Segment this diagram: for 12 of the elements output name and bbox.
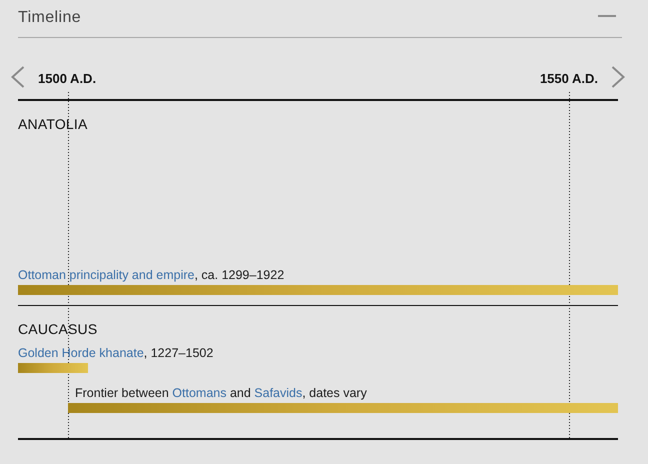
- axis-label: 1500 A.D.: [38, 71, 96, 86]
- axis-label: 1550 A.D.: [540, 71, 598, 86]
- bar-label: Ottoman principality and empire, ca. 1299–1922: [18, 268, 284, 282]
- link: Ottomans: [172, 386, 226, 400]
- section-heading: ANATOLIA: [18, 116, 88, 132]
- link: Ottoman principality and empire: [18, 268, 194, 282]
- link: Safavids: [254, 386, 302, 400]
- bar-label: Frontier between Ottomans and Safavids, dates vary: [75, 386, 367, 400]
- section-heading: CAUCASUS: [18, 321, 98, 337]
- bar-label: Golden Horde khanate, 1227–1502: [18, 346, 214, 360]
- link: Golden Horde khanate: [18, 346, 144, 360]
- panel-title: Timeline: [18, 8, 82, 28]
